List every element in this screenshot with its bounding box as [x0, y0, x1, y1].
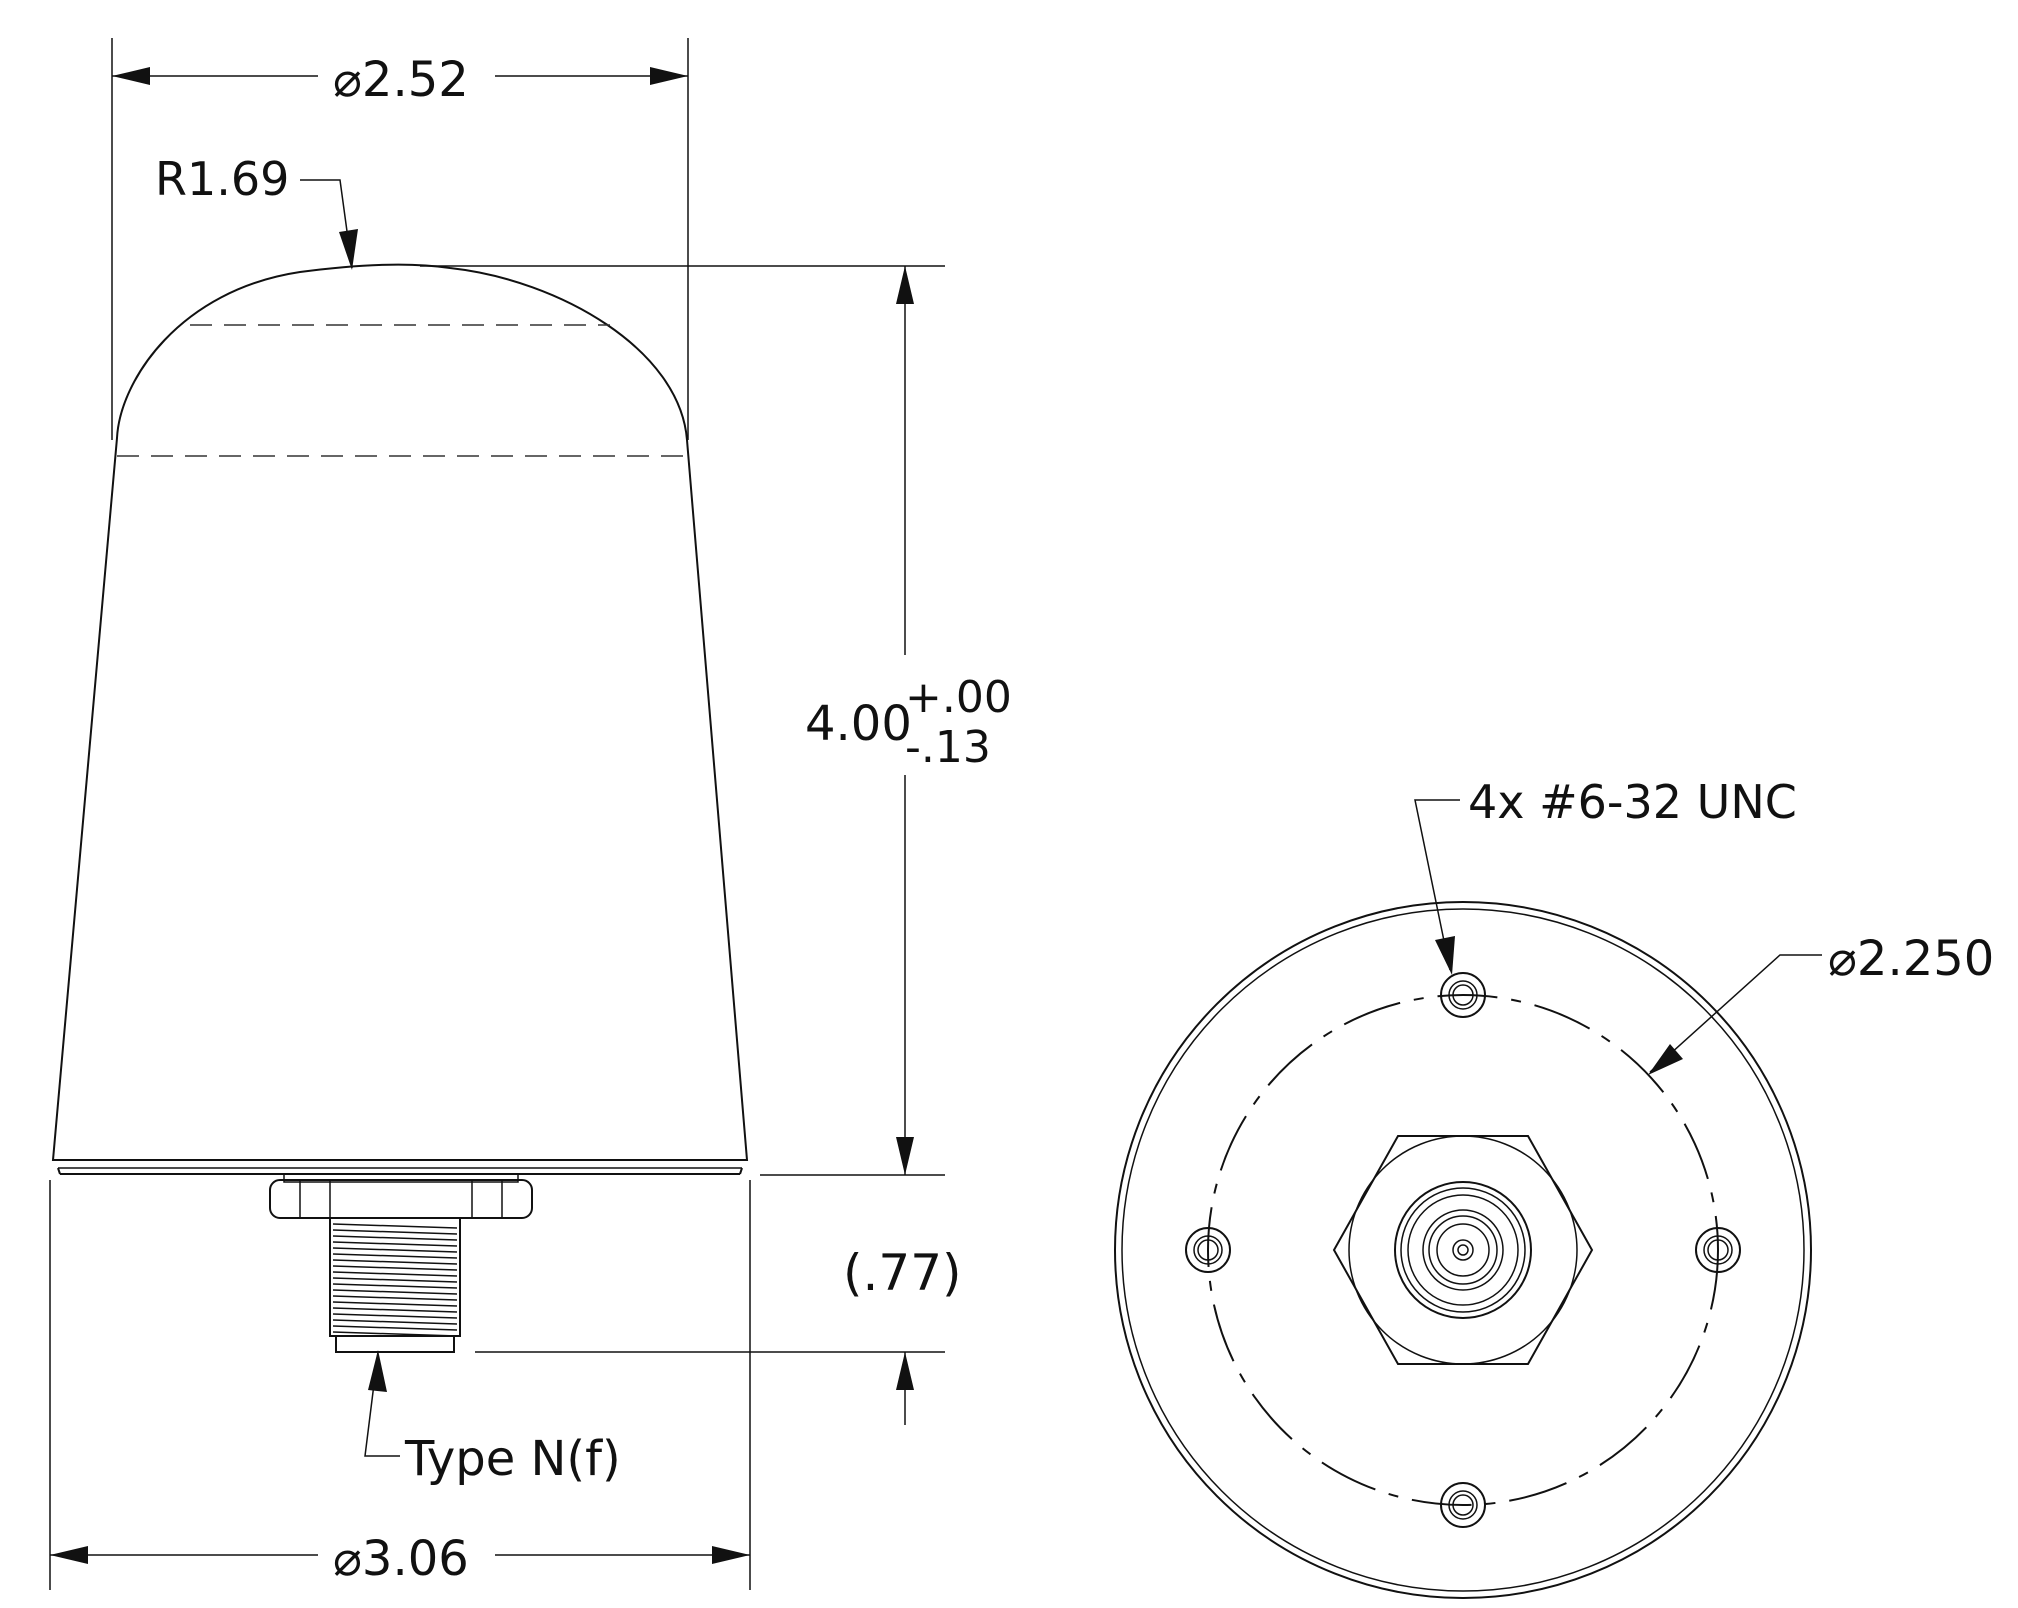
thread-line: [332, 1253, 458, 1259]
connector-length-label: (.77): [843, 1244, 962, 1302]
thread-line: [332, 1283, 458, 1289]
dimension-height: 4.00 +.00 -.13: [805, 266, 1012, 1175]
thread-line: [332, 1277, 458, 1283]
thread-line: [332, 1295, 458, 1301]
outer-rim-circle: [1114, 901, 1812, 1599]
dimension-connector-length: (.77): [843, 1244, 962, 1425]
hole-callout-leader: 4x #6-32 UNC: [1414, 775, 1797, 975]
bolt-circle-value: 2.250: [1857, 931, 1994, 987]
bolt-circle: [1207, 994, 1719, 1506]
dimension-base-diameter: ⌀3.06: [50, 1531, 750, 1587]
thread-line: [332, 1325, 458, 1331]
svg-text:⌀2.250: ⌀2.250: [1828, 931, 1994, 987]
thread-line: [332, 1313, 458, 1319]
hole-callout-label: 4x #6-32 UNC: [1468, 775, 1797, 829]
dome-radius-label: R1.69: [155, 152, 289, 206]
mounting-hole-right: [1695, 1227, 1741, 1273]
side-view: ⌀2.52 R1.69 4.00 +.00 -.13 (.77): [49, 38, 1012, 1590]
radome-outline: [51, 263, 749, 1161]
height-tol-plus: +.00: [905, 672, 1012, 723]
bolt-circle-leader: ⌀2.250: [1648, 931, 1994, 1075]
top-diameter-value: 2.52: [362, 52, 469, 108]
svg-text:⌀3.06: ⌀3.06: [333, 1531, 469, 1587]
connector-face: [1332, 1135, 1594, 1365]
thread-line: [332, 1235, 458, 1241]
thread-line: [332, 1229, 458, 1235]
height-tol-minus: -.13: [905, 722, 991, 773]
thread-line: [332, 1265, 458, 1271]
thread-line: [332, 1271, 458, 1277]
bottom-view: 4x #6-32 UNC ⌀2.250: [1114, 775, 1994, 1599]
thread-line: [332, 1259, 458, 1265]
diameter-symbol: ⌀: [333, 52, 362, 108]
thread-line: [332, 1319, 458, 1325]
diameter-symbol: ⌀: [333, 1531, 362, 1587]
height-value: 4.00: [805, 696, 912, 752]
thread-line: [332, 1301, 458, 1307]
outer-rim-inner-circle: [1121, 908, 1805, 1592]
base-diameter-value: 3.06: [362, 1531, 469, 1587]
thread-line: [332, 1289, 458, 1295]
connector-type-leader: Type N(f): [364, 1350, 621, 1487]
thread-line: [332, 1241, 458, 1247]
thread-line: [332, 1223, 458, 1229]
mounting-hole-left: [1185, 1227, 1231, 1273]
mounting-hole-top: [1440, 972, 1486, 1018]
dimension-top-diameter: ⌀2.52: [112, 52, 688, 108]
svg-text:⌀2.52: ⌀2.52: [333, 52, 469, 108]
connector-nut: [269, 1173, 533, 1219]
thread-line: [332, 1307, 458, 1313]
dimension-dome-radius: R1.69: [155, 152, 358, 270]
connector-type-label: Type N(f): [404, 1431, 621, 1487]
diameter-symbol: ⌀: [1828, 931, 1857, 987]
threaded-connector: [329, 1217, 461, 1353]
mounting-hole-bottom: [1440, 1482, 1486, 1528]
thread-line: [332, 1247, 458, 1253]
